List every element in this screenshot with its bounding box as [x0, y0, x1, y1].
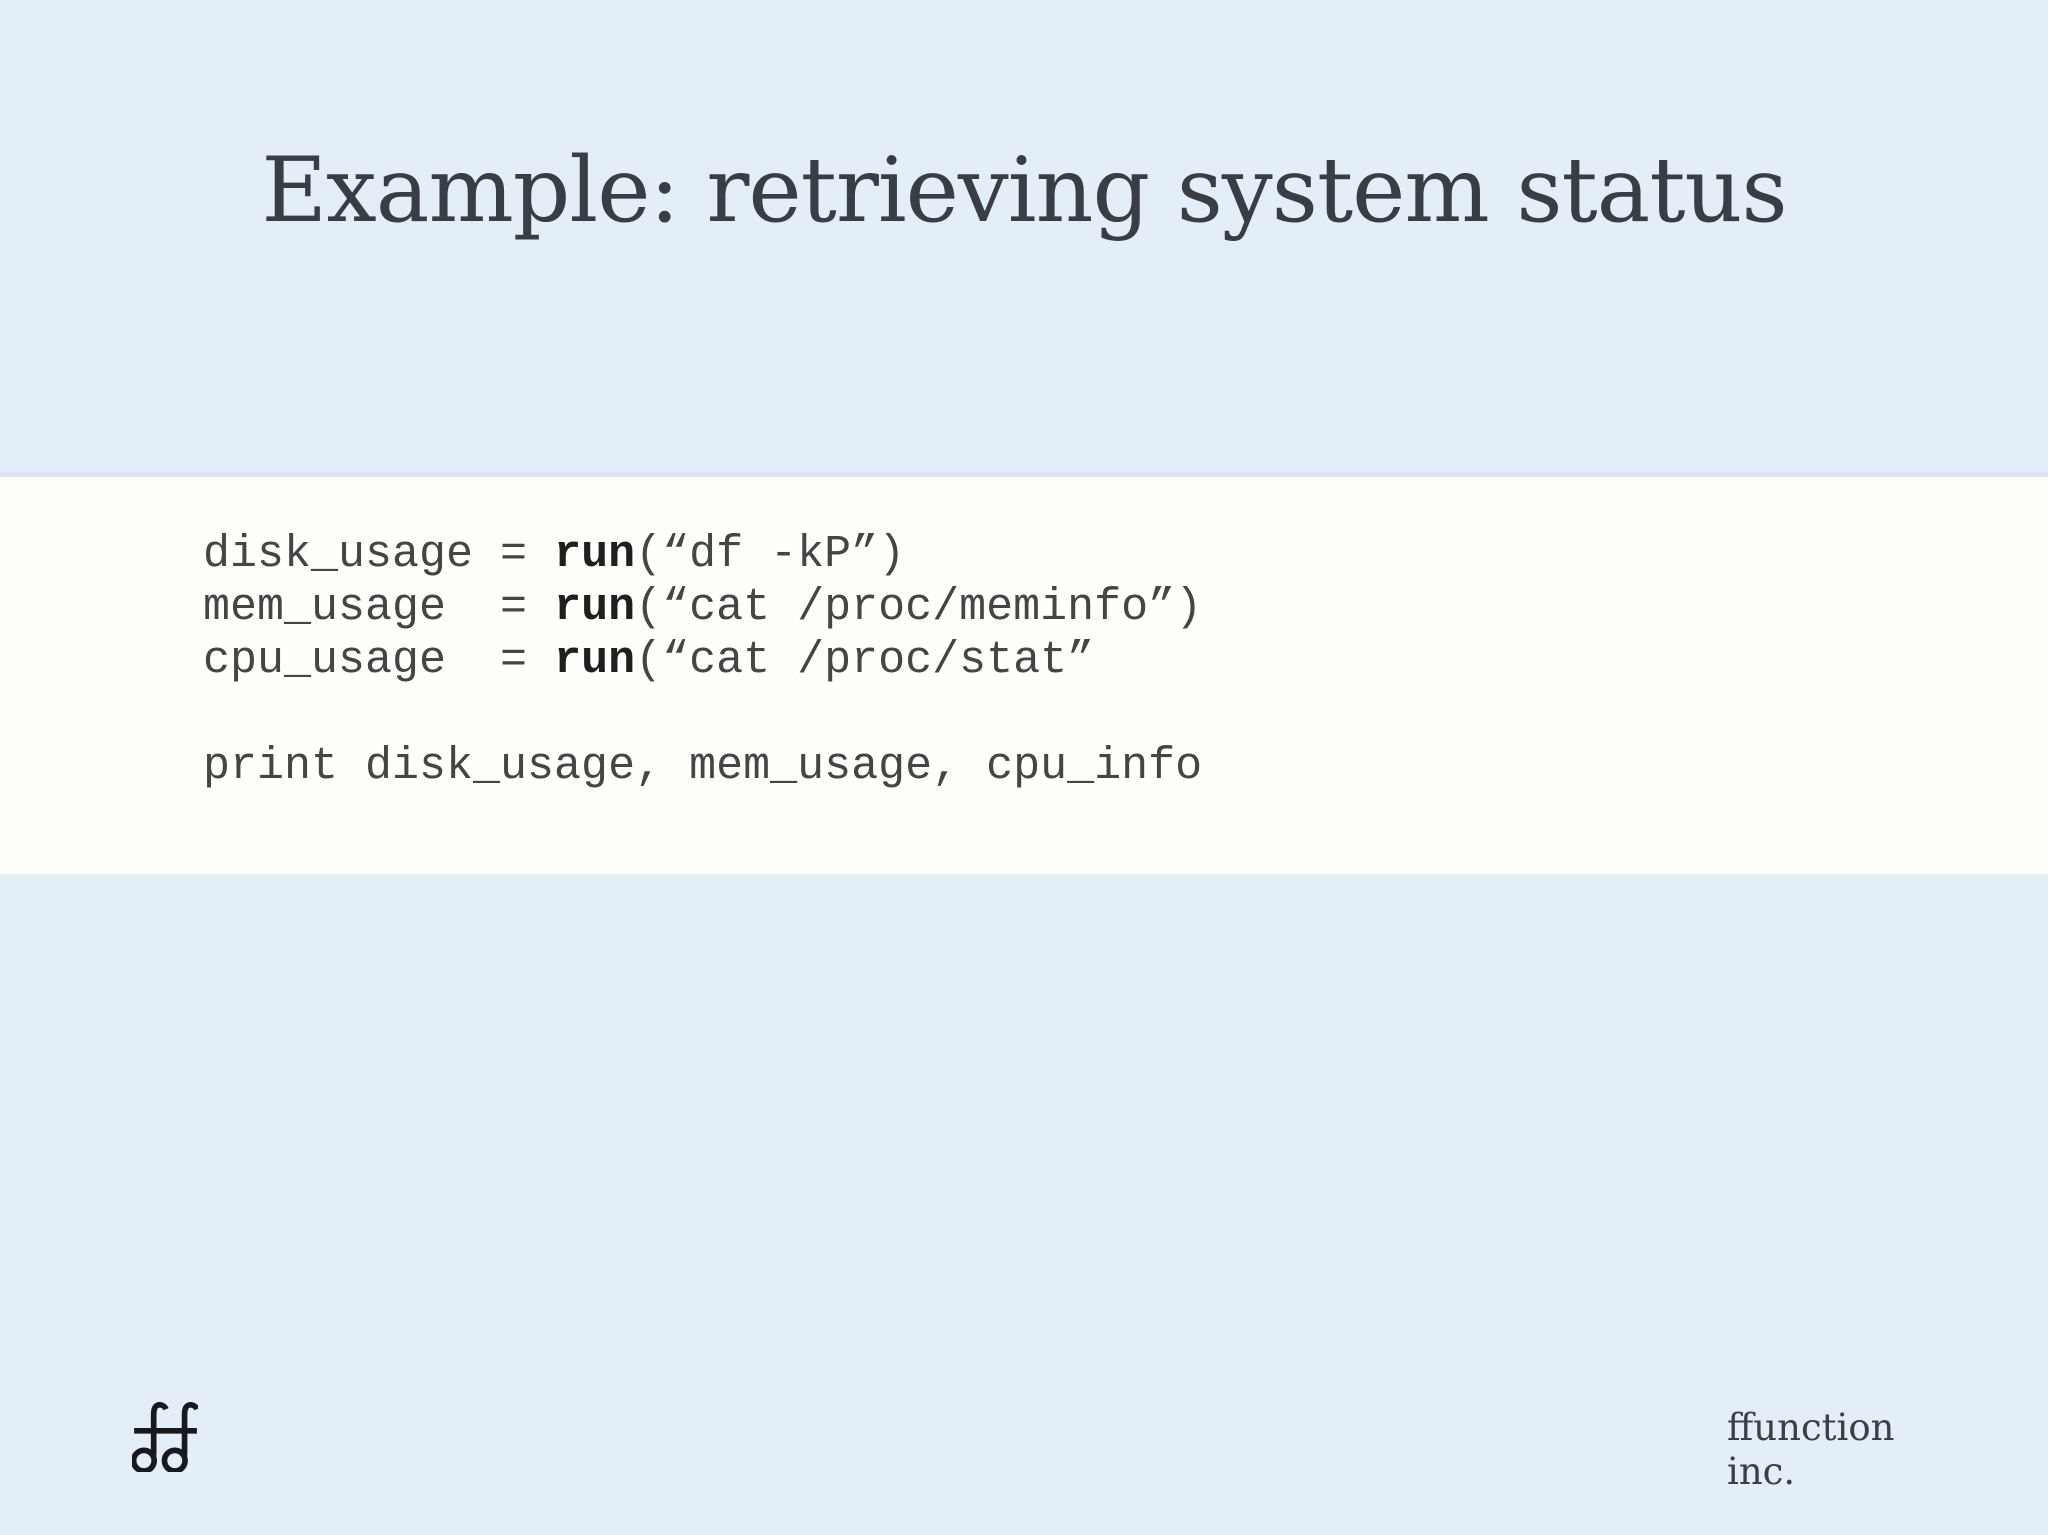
code-band — [0, 472, 2048, 877]
code-text: (“cat /proc/meminfo”) — [635, 582, 1203, 633]
code-text: (“df -kP”) — [635, 529, 906, 580]
code-text: disk_usage = — [203, 529, 555, 580]
slide-title: Example: retrieving system status — [261, 138, 1787, 243]
code-text: mem_usage = — [203, 582, 555, 633]
code-line: cpu_usage = run(“cat /proc/stat” — [203, 634, 1202, 687]
company-name: ffunction inc. — [1727, 1406, 1894, 1494]
code-text: cpu_usage = — [203, 635, 555, 686]
code-text: (“cat /proc/stat” — [635, 635, 1095, 686]
code-line: disk_usage = run(“df -kP”) — [203, 528, 1202, 581]
ffunction-logo-icon — [132, 1402, 198, 1472]
code-block: disk_usage = run(“df -kP”) mem_usage = r… — [203, 528, 1202, 793]
company-name-line1: ffunction — [1727, 1406, 1895, 1449]
code-line: print disk_usage, mem_usage, cpu_info — [203, 740, 1202, 793]
code-line: mem_usage = run(“cat /proc/meminfo”) — [203, 581, 1202, 634]
code-keyword: run — [554, 582, 636, 633]
company-name-line2: inc. — [1727, 1450, 1796, 1493]
code-line-blank — [203, 687, 1202, 740]
code-keyword: run — [554, 635, 636, 686]
code-keyword: run — [554, 529, 636, 580]
code-text: print disk_usage, mem_usage, cpu_info — [203, 741, 1203, 792]
